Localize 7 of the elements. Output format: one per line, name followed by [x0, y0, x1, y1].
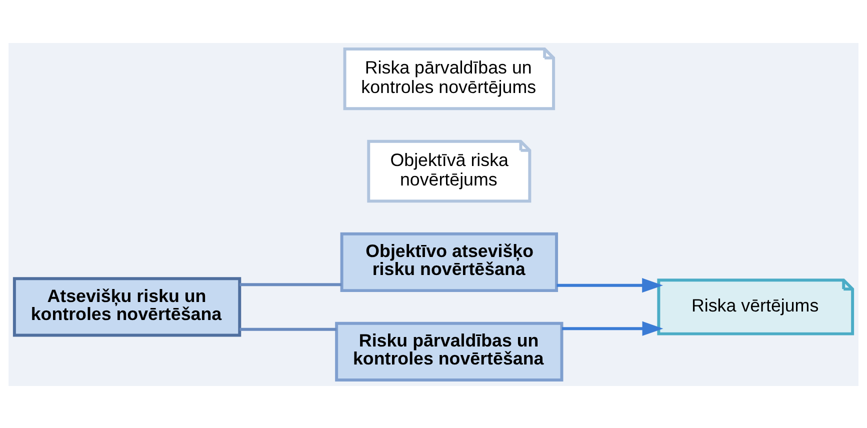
node-box: Atsevišķu risku un kontroles novērtēšana — [12, 276, 242, 336]
connector — [240, 327, 337, 330]
node-box: Risku pārvaldības un kontroles novērtēšana — [335, 321, 564, 382]
arrow — [562, 320, 664, 336]
arrow — [556, 278, 664, 292]
connector — [240, 282, 342, 286]
node-box: Objektīvo atsevišķo risku novērtēšana — [340, 232, 558, 292]
